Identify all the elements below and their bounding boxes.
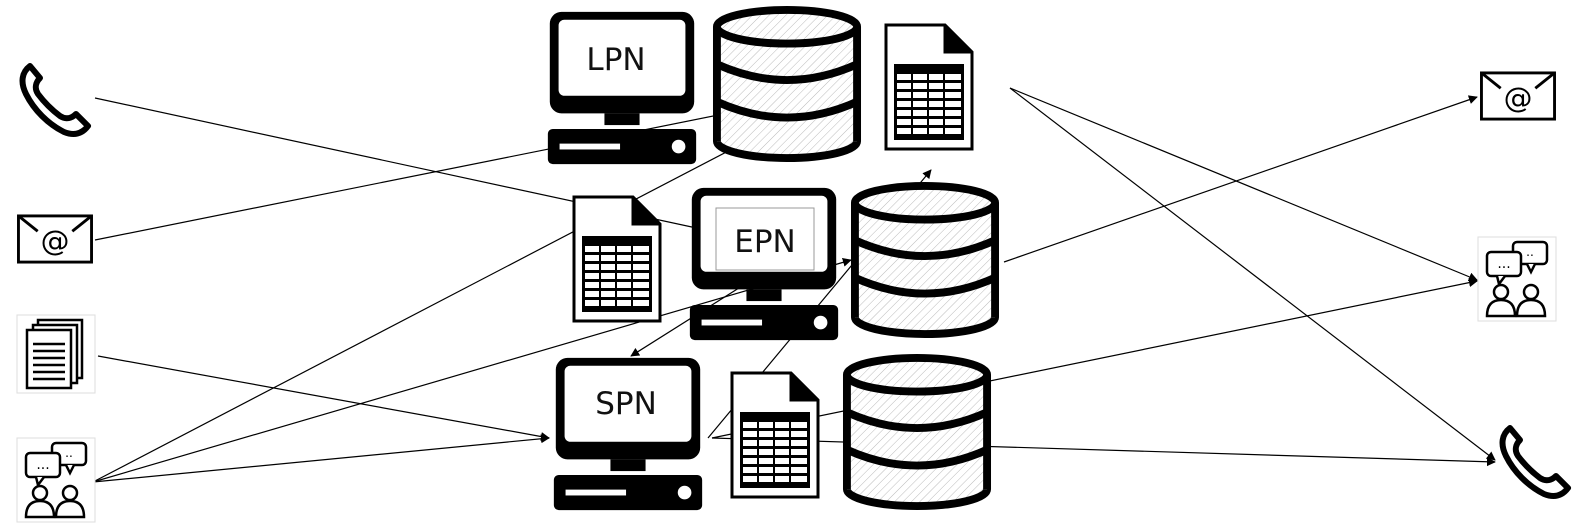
spn-label: SPN [595,386,657,422]
sources-left [16,66,96,523]
flow-lpn-sheet-to-phone [1009,87,1496,461]
flow-spn-to-chat [711,278,1478,439]
targets-right [1477,71,1568,496]
email-icon [16,214,94,264]
epn-label: EPN [734,224,795,260]
lpn-database-icon [717,10,857,158]
email-icon [1479,71,1557,121]
lpn-cluster: LPN [547,10,974,165]
flow-epn-db-to-email [1003,95,1478,263]
epn-database-icon [855,186,995,334]
lpn-computer-icon [547,11,697,165]
spn-cluster: SPN [553,357,987,511]
documents-icon [16,314,96,394]
flow-spn-to-phone [711,437,1496,467]
chat-icon [1477,236,1557,322]
spn-database-icon [847,358,987,506]
flow-chat-to-spn [92,434,550,483]
lpn-spreadsheet-icon [884,23,974,151]
chat-icon [16,437,96,523]
flow-lines [92,85,1496,483]
epn-spreadsheet-icon [572,195,662,323]
spn-spreadsheet-icon [730,371,820,499]
flow-lpn-sheet-to-chat [1009,87,1478,282]
phone-icon [1503,428,1568,496]
flow-docs-to-spn [97,355,550,441]
epn-cluster: EPN [572,186,995,341]
lpn-label: LPN [586,42,645,78]
spn-computer-icon [553,357,703,511]
phone-icon [23,66,88,134]
epn-label-box [715,207,815,271]
